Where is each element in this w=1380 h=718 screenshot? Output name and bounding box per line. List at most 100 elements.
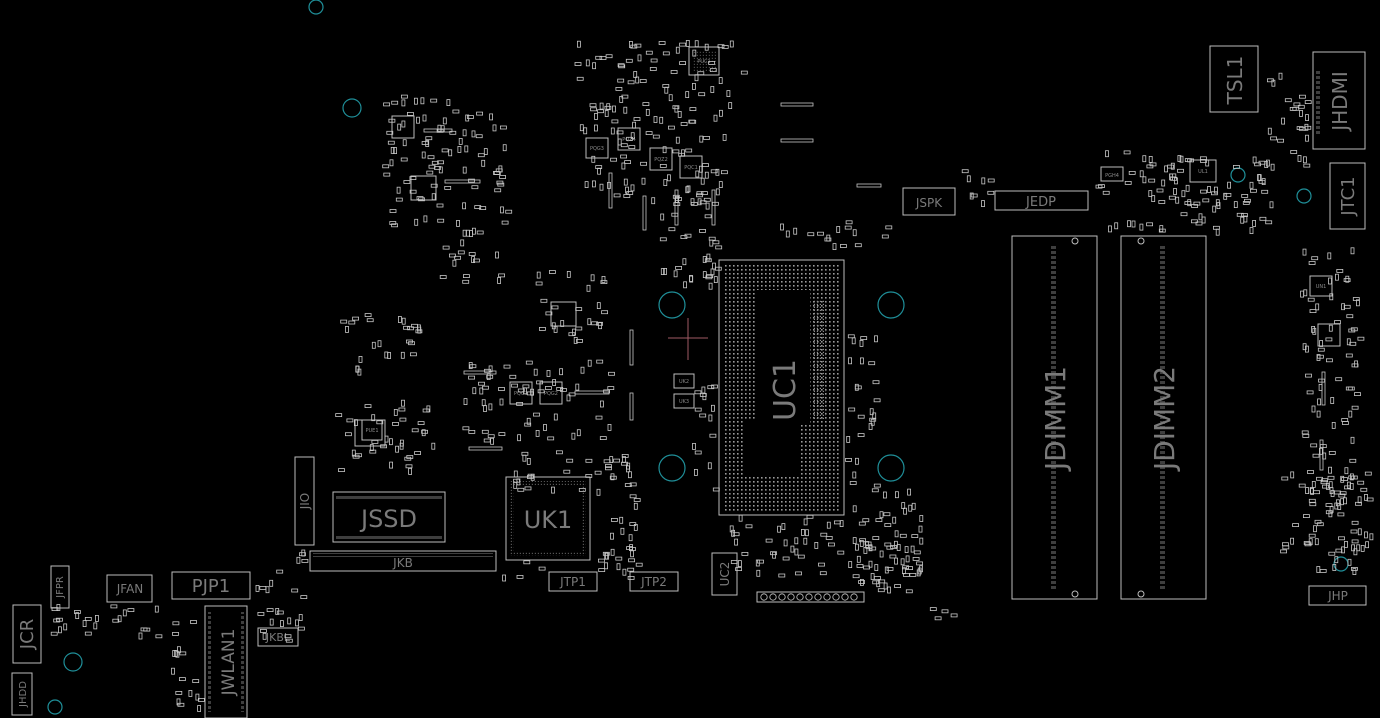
smd-pad [382, 164, 390, 169]
smd-pad [617, 78, 625, 83]
smd-pad [352, 454, 360, 459]
smd-pad [376, 420, 384, 425]
smd-pad [255, 585, 260, 592]
component-uc2[interactable]: UC2 [711, 552, 738, 596]
smd-pad [1305, 487, 1309, 495]
smd-pad [609, 475, 617, 480]
smd-pad [623, 194, 631, 198]
connector-jhdd[interactable]: JHDD [11, 672, 33, 716]
smd-pad [794, 537, 799, 545]
connector-jio[interactable]: JIO [294, 456, 315, 546]
smd-pad [441, 148, 449, 153]
connector-jtp2[interactable]: JTP2 [629, 571, 679, 592]
smd-pad [828, 542, 835, 547]
connector-jkb[interactable]: JKB [309, 550, 497, 572]
smd-pad [462, 166, 467, 174]
smd-pad [681, 149, 685, 157]
connector-jssd[interactable]: JSSD [332, 491, 446, 543]
smd-pad [1313, 525, 1317, 533]
smd-pad [1281, 476, 1289, 481]
smd-pad [704, 43, 709, 51]
smd-pad [1301, 430, 1309, 435]
connector-jwlan1[interactable]: JWLAN1 [204, 605, 248, 718]
connector-jedp[interactable]: JEDP [994, 190, 1089, 211]
smd-pad [442, 117, 447, 125]
smd-pad [630, 550, 634, 558]
smd-pad [612, 105, 616, 113]
smd-pad [837, 550, 845, 555]
connector-jcr[interactable]: JCR [12, 604, 42, 664]
smd-pad [462, 229, 467, 237]
smd-pad [704, 214, 712, 219]
cpu-uc1[interactable]: UC1 [718, 259, 845, 516]
smd-pad [1278, 72, 1283, 80]
connector-jtp1[interactable]: JTP1 [548, 571, 598, 592]
smd-pad [1158, 228, 1166, 233]
smd-pad [840, 244, 847, 248]
connector-jhp[interactable]: JHP [1308, 585, 1367, 606]
smd-pad [566, 394, 571, 402]
connector-jkbl[interactable]: JKBL [257, 627, 299, 647]
smd-pad [583, 127, 588, 135]
connector-jtc1[interactable]: JTC1 [1329, 162, 1366, 230]
smd-pad [584, 181, 589, 189]
smd-pad [917, 567, 922, 575]
smd-pad [1316, 410, 1321, 418]
smd-pad [702, 163, 709, 168]
smd-pad [576, 429, 581, 437]
smd-pad [672, 105, 680, 110]
smd-pad [1343, 497, 1347, 505]
smd-pad [879, 511, 884, 519]
smd-pad [717, 44, 725, 49]
ec-uk1[interactable]: UK1 [505, 476, 591, 561]
smd-pad [726, 90, 731, 97]
smd-pad [348, 320, 356, 325]
smd-pad [571, 432, 576, 440]
smd-pad [885, 225, 893, 230]
smd-pad [675, 265, 682, 270]
component-tsl1[interactable]: TSL1 [1209, 45, 1259, 113]
connector-pjp1[interactable]: PJP1 [171, 571, 251, 600]
smd-pad [604, 552, 609, 560]
smd-pad [606, 103, 611, 111]
smd-pad [621, 162, 626, 170]
smd-pad [1345, 275, 1350, 283]
smd-pad [486, 374, 494, 379]
smd-pad [859, 540, 864, 547]
smd-pad [1175, 196, 1180, 204]
smd-pad [869, 408, 874, 416]
smd-pad [439, 275, 447, 279]
smd-pad [738, 514, 743, 522]
smd-pad [626, 465, 630, 473]
smd-pad [1328, 510, 1333, 518]
smd-pad [1142, 176, 1147, 184]
smd-pad [301, 559, 309, 563]
smd-pad [1290, 150, 1298, 154]
smd-pad [338, 468, 345, 473]
smd-pad [673, 202, 681, 207]
smd-pad [1201, 216, 1206, 224]
smd-pad [498, 387, 505, 391]
smd-pad [1267, 127, 1272, 135]
smd-pad [426, 170, 434, 175]
smd-pad [909, 573, 917, 577]
connector-jfpr[interactable]: JFPR [50, 565, 70, 609]
connector-jhdmi[interactable]: JHDMI [1312, 51, 1366, 150]
smd-pad [692, 442, 696, 450]
smd-pad [605, 464, 612, 468]
connector-jspk[interactable]: JSPK [902, 187, 956, 216]
smd-pad [575, 383, 580, 391]
connector-jdimm2[interactable]: JDIMM2 [1120, 235, 1207, 600]
smd-pad [399, 439, 404, 447]
smd-pad [1351, 544, 1355, 552]
smd-pad [414, 218, 419, 226]
smd-pad [1348, 475, 1356, 480]
smd-pad [437, 124, 442, 132]
smd-pad [407, 326, 414, 331]
smd-pad [600, 280, 608, 285]
connector-jdimm1[interactable]: JDIMM1 [1011, 235, 1098, 600]
smd-pad [1350, 529, 1358, 534]
smd-pad [335, 413, 343, 418]
connector-jfan[interactable]: JFAN [106, 574, 153, 603]
smd-pad [291, 588, 299, 593]
